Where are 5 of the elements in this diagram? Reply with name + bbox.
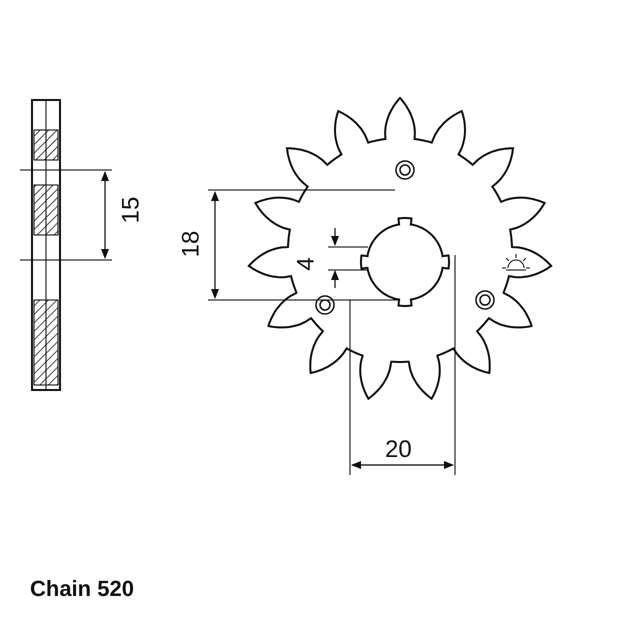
dimension-label: 15 bbox=[119, 196, 144, 224]
dimension-label: 20 bbox=[385, 438, 412, 462]
dimension-label: 4 bbox=[294, 257, 319, 271]
chain-size-label: Chain 520 bbox=[30, 578, 134, 600]
dimension-label: 18 bbox=[179, 230, 204, 258]
